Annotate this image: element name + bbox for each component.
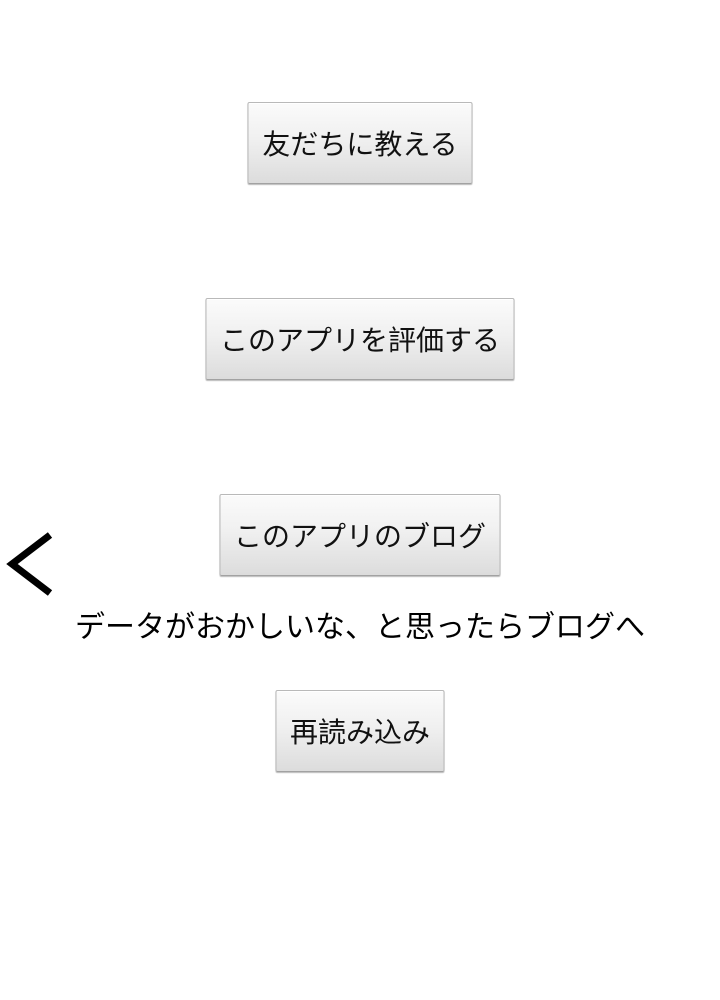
blog-hint-text: データがおかしいな、と思ったらブログへ bbox=[75, 610, 645, 645]
app-blog-button[interactable]: このアプリのブログ bbox=[219, 494, 501, 576]
reload-button[interactable]: 再読み込み bbox=[275, 690, 445, 772]
rate-app-button[interactable]: このアプリを評価する bbox=[205, 298, 515, 380]
chevron-left-icon[interactable] bbox=[4, 530, 56, 598]
share-with-friends-button[interactable]: 友だちに教える bbox=[247, 102, 473, 184]
